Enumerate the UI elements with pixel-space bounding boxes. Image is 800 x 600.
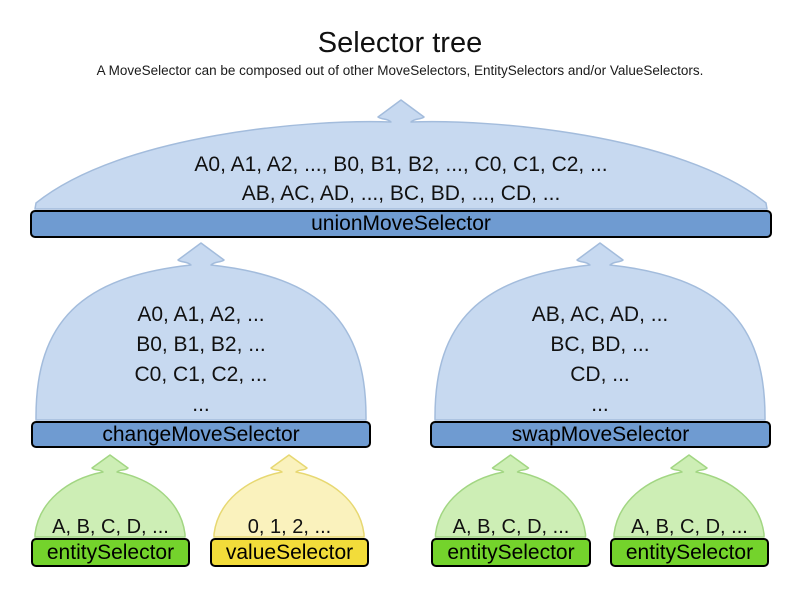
entity-funnel-arrow-shape bbox=[613, 454, 765, 538]
entity-selector-bar: entitySelector bbox=[431, 538, 591, 567]
union-funnel-arrow-shape bbox=[34, 99, 768, 210]
page-subtitle: A MoveSelector can be composed out of ot… bbox=[96, 63, 704, 78]
swap-items-line1: AB, AC, AD, ... bbox=[531, 303, 669, 326]
swap-move-selector-bar: swapMoveSelector bbox=[430, 421, 771, 448]
swap-items-ellipsis: ... bbox=[591, 393, 609, 416]
swap-items-line3: CD, ... bbox=[570, 363, 630, 386]
entity-items: A, B, C, D, ... bbox=[52, 516, 169, 538]
change-items-line1: A0, A1, A2, ... bbox=[137, 303, 265, 326]
union-move-selector-bar: unionMoveSelector bbox=[30, 210, 772, 238]
swap-items-line2: BC, BD, ... bbox=[550, 333, 650, 356]
value-funnel-arrow-shape bbox=[213, 454, 365, 538]
change-items-ellipsis: ... bbox=[192, 393, 210, 416]
change-items-line3: C0, C1, C2, ... bbox=[134, 363, 268, 386]
value-selector-bar: valueSelector bbox=[210, 538, 369, 567]
entity-funnel-arrow-shape bbox=[34, 454, 186, 538]
union-items-line1: A0, A1, A2, ..., B0, B1, B2, ..., C0, C1… bbox=[194, 153, 608, 176]
change-items-line2: B0, B1, B2, ... bbox=[136, 333, 266, 356]
value-items: 0, 1, 2, ... bbox=[247, 516, 332, 538]
swap-funnel-arrow-shape bbox=[434, 242, 766, 421]
entity-selector-bar: entitySelector bbox=[31, 538, 190, 567]
entity-items: A, B, C, D, ... bbox=[452, 516, 570, 538]
page-title: Selector tree bbox=[317, 27, 483, 59]
entity-items: A, B, C, D, ... bbox=[631, 516, 748, 538]
change-move-selector-bar: changeMoveSelector bbox=[31, 421, 371, 448]
entity-funnel-arrow-shape bbox=[434, 454, 587, 538]
change-funnel-arrow-shape bbox=[35, 242, 367, 421]
entity-selector-bar: entitySelector bbox=[610, 538, 769, 567]
union-items-line2: AB, AC, AD, ..., BC, BD, ..., CD, ... bbox=[241, 182, 561, 205]
